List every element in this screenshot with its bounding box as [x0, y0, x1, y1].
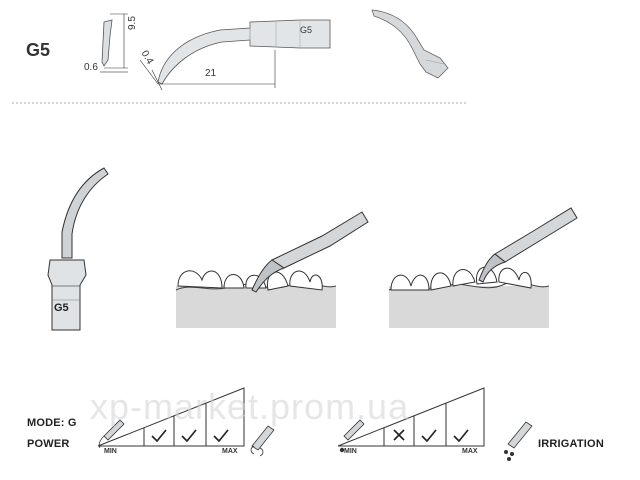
power-max-label: MAX: [222, 448, 238, 455]
irrigation-level-3-check-icon: [453, 429, 469, 443]
teeth-illustration-2: [388, 207, 578, 328]
model-title: G5: [26, 40, 51, 60]
mode-label: MODE: G: [27, 417, 77, 429]
tip-front-view: [47, 167, 109, 331]
dimension-length: 21: [205, 68, 217, 79]
power-level-1-check-icon: [151, 429, 167, 443]
dimension-height: 9.5: [127, 16, 138, 30]
tip-engraving-front: G5: [54, 302, 69, 314]
irrigation-label: IRRIGATION: [538, 438, 604, 450]
power-scale: [97, 387, 275, 457]
irrigation-level-2-check-icon: [421, 429, 437, 443]
water-drop-icon: [339, 447, 345, 453]
teeth-illustration-1: [175, 211, 369, 328]
dimension-width: 0.6: [84, 62, 98, 73]
power-level-3-check-icon: [213, 429, 229, 443]
irrigation-min-label: MIN: [344, 448, 357, 455]
tip-profile-drawing: [12, 9, 468, 104]
irrigation-level-1-cross-icon: [393, 429, 405, 441]
irrigation-scale: [337, 387, 533, 461]
power-label: POWER: [27, 438, 70, 450]
power-level-2-check-icon: [181, 429, 197, 443]
tip-engraving-top: G5: [300, 25, 313, 35]
irrigation-max-label: MAX: [462, 448, 478, 455]
watermark: xp-market.prom.ua: [90, 386, 410, 427]
power-min-label: MIN: [104, 448, 117, 455]
